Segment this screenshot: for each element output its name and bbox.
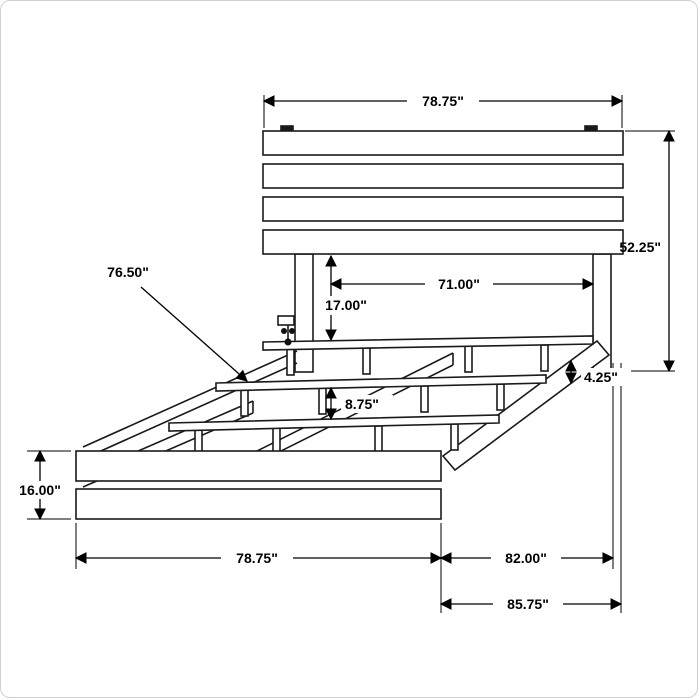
- slat-leg: [240, 389, 249, 417]
- slat-leg: [496, 383, 505, 411]
- slat-leg: [286, 348, 295, 376]
- dim-side-rail-width-label: 4.25": [584, 369, 618, 385]
- dim-headboard-inner-width-label: 71.00": [438, 276, 480, 292]
- slat-rail-leader-arrow: [140, 286, 248, 382]
- headboard-plank: [262, 163, 624, 189]
- slat-leg: [420, 385, 429, 413]
- headboard-leg-left: [294, 253, 314, 373]
- dim-footboard-width-label: 78.75": [236, 550, 278, 566]
- dim-overall-length-label: 85.75": [507, 596, 549, 612]
- headboard: [262, 125, 624, 255]
- dimension-labels: 78.75" 52.25" 71.00" 17.00" 76.50" 8.75"…: [11, 91, 661, 614]
- dim-headboard-leg-height-label: 17.00": [325, 297, 367, 313]
- slat-leg: [318, 387, 327, 415]
- slat-rail-back: [262, 335, 594, 376]
- slat-rail-middle: [215, 374, 547, 417]
- headboard-plank: [262, 229, 624, 255]
- slat-leg: [540, 344, 549, 372]
- slat-rail-front: [168, 414, 500, 457]
- dim-slat-rail-length-label: 76.50": [107, 264, 149, 280]
- dim-slat-spacing-label: 8.75": [345, 396, 379, 412]
- rail-latch-hardware: [277, 315, 295, 346]
- side-rail-left: [82, 350, 298, 460]
- bed-parts: [75, 125, 624, 520]
- dim-frame-length-label: 82.00": [505, 550, 547, 566]
- footboard: [75, 450, 442, 520]
- slat-leg: [272, 427, 281, 455]
- headboard-plank: [262, 130, 624, 156]
- slat-leg: [450, 423, 459, 451]
- dim-headboard-width-label: 78.75": [422, 93, 464, 109]
- headboard-plank: [262, 196, 624, 222]
- footboard-plank: [75, 488, 442, 520]
- slat-leg: [374, 425, 383, 453]
- dim-footboard-height-label: 16.00": [19, 482, 61, 498]
- slat-leg: [464, 345, 473, 373]
- dim-headboard-height-label: 52.25": [619, 239, 661, 255]
- slat-leg: [362, 347, 371, 375]
- footboard-plank: [75, 450, 442, 482]
